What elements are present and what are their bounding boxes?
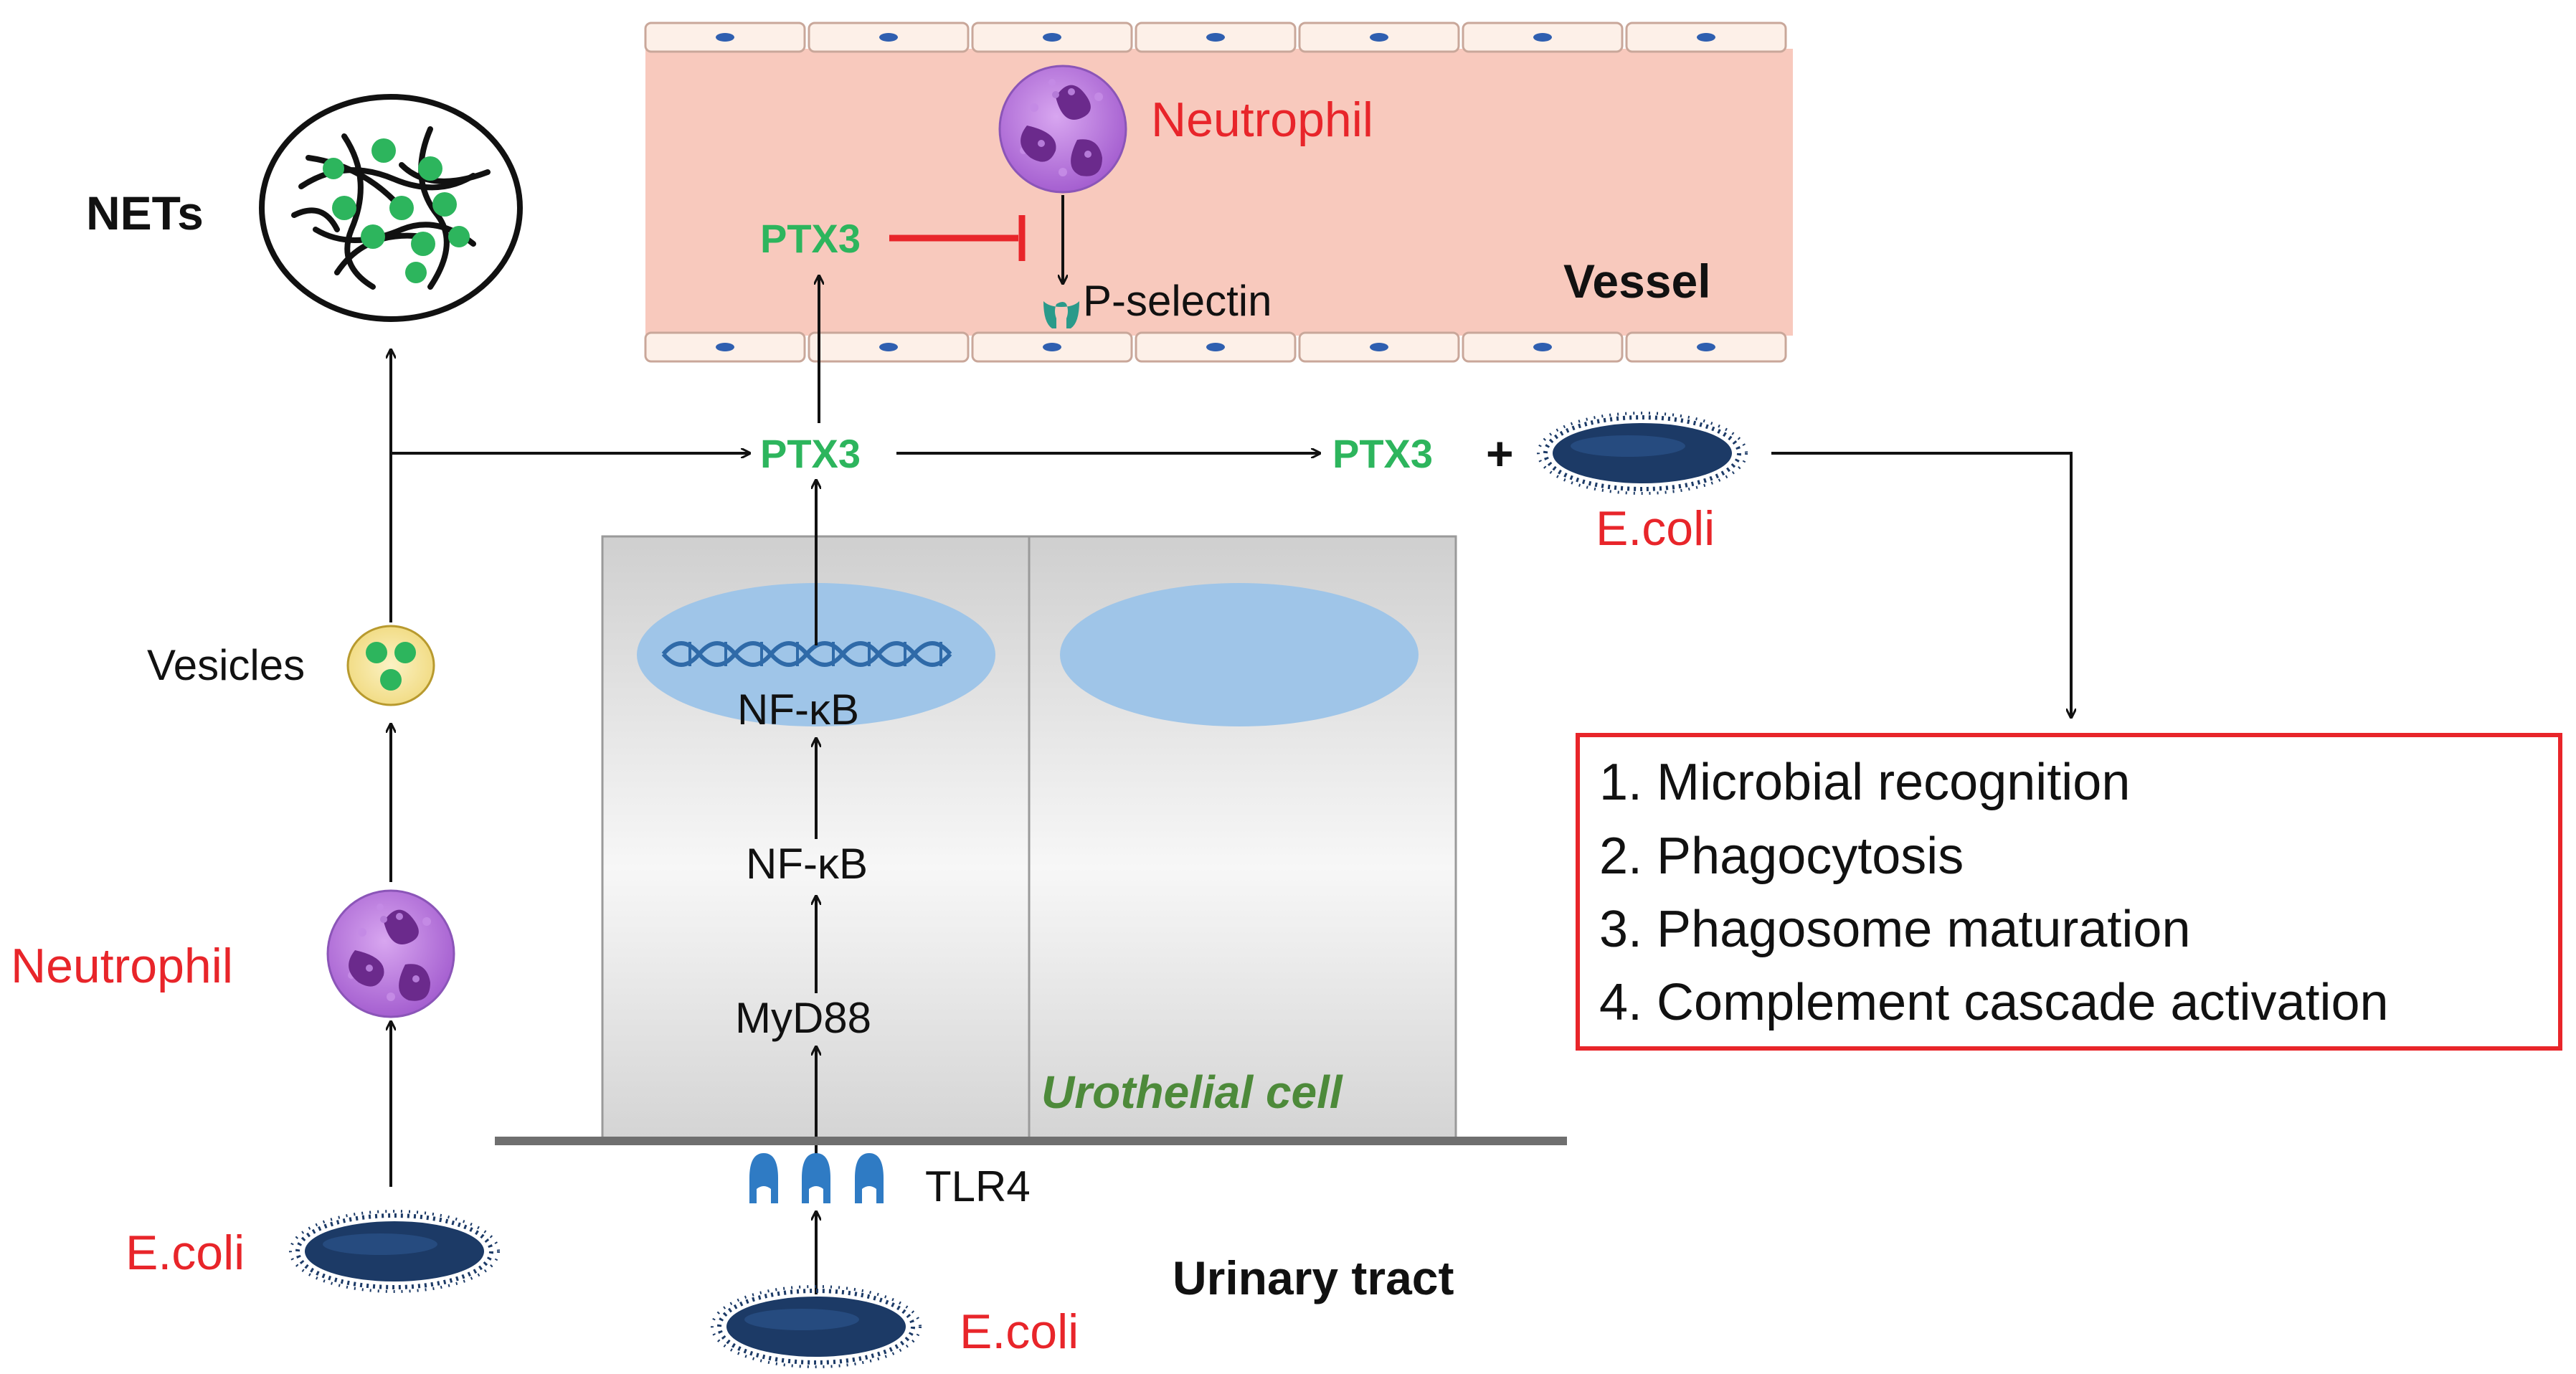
ecoli-right-label: E.coli — [1596, 501, 1715, 556]
endothelium-bottom — [644, 331, 1787, 363]
neutrophil-left-icon — [326, 889, 455, 1018]
neutrophil-left-label: Neutrophil — [11, 939, 233, 993]
ecoli-bottom-label: E.coli — [960, 1304, 1079, 1359]
function-item: 1. Microbial recognition — [1599, 754, 2130, 811]
neutrophil-icon — [998, 65, 1127, 194]
urothelium: NF-κB Urothelial cell — [601, 535, 1457, 1140]
ecoli-right-icon — [1538, 413, 1746, 493]
p-selectin-label: P-selectin — [1083, 277, 1272, 325]
tlr4-receptor-icon — [802, 1153, 830, 1203]
nfkb-cyto-label: NF-κB — [746, 840, 868, 888]
nets-label: NETs — [86, 186, 204, 240]
vessel-lumen — [645, 49, 1793, 336]
nfkb-nucleus-label: NF-κB — [737, 686, 859, 734]
vesicles-icon — [346, 625, 435, 706]
nucleus-2 — [1060, 583, 1419, 726]
tlr4-label: TLR4 — [925, 1162, 1031, 1210]
urinary-tract-label: Urinary tract — [1173, 1251, 1454, 1304]
vesicles-label: Vesicles — [147, 641, 305, 689]
dna-icon — [661, 641, 952, 667]
myd88-label: MyD88 — [735, 994, 871, 1042]
vessel-label: Vessel — [1563, 255, 1711, 308]
plus-sign: + — [1486, 427, 1514, 480]
membrane — [495, 1137, 1567, 1145]
ptx3-mid-label: PTX3 — [760, 431, 861, 476]
function-item: 3. Phagosome maturation — [1599, 901, 2190, 958]
tlr4-receptor-icon — [855, 1153, 884, 1203]
endothelium-top — [644, 22, 1787, 53]
vessel: Vessel — [644, 22, 1793, 363]
inhibition-arrow — [889, 215, 1026, 261]
nets-icon — [259, 94, 523, 322]
function-item: 2. Phagocytosis — [1599, 828, 1964, 885]
ecoli-bottom-icon — [712, 1287, 920, 1367]
nucleus-1 — [637, 583, 995, 726]
ptx3-right-label: PTX3 — [1332, 431, 1433, 476]
ecoli-left-icon — [290, 1211, 498, 1292]
ptx3-vessel-label: PTX3 — [760, 216, 861, 261]
functions-box-border — [1576, 733, 2562, 1051]
tlr4-receptor-icon — [749, 1153, 778, 1203]
urothelial-cell-label: Urothelial cell — [1041, 1066, 1343, 1118]
arrow-to-functions — [1771, 452, 2071, 717]
function-item: 4. Complement cascade activation — [1599, 974, 2389, 1031]
neutrophil-vessel-label: Neutrophil — [1151, 93, 1373, 147]
functions-box: 1. Microbial recognition 2. Phagocytosis… — [1576, 733, 2562, 1051]
p-selectin-receptor-icon — [1043, 301, 1079, 328]
ecoli-left-label: E.coli — [126, 1226, 245, 1280]
